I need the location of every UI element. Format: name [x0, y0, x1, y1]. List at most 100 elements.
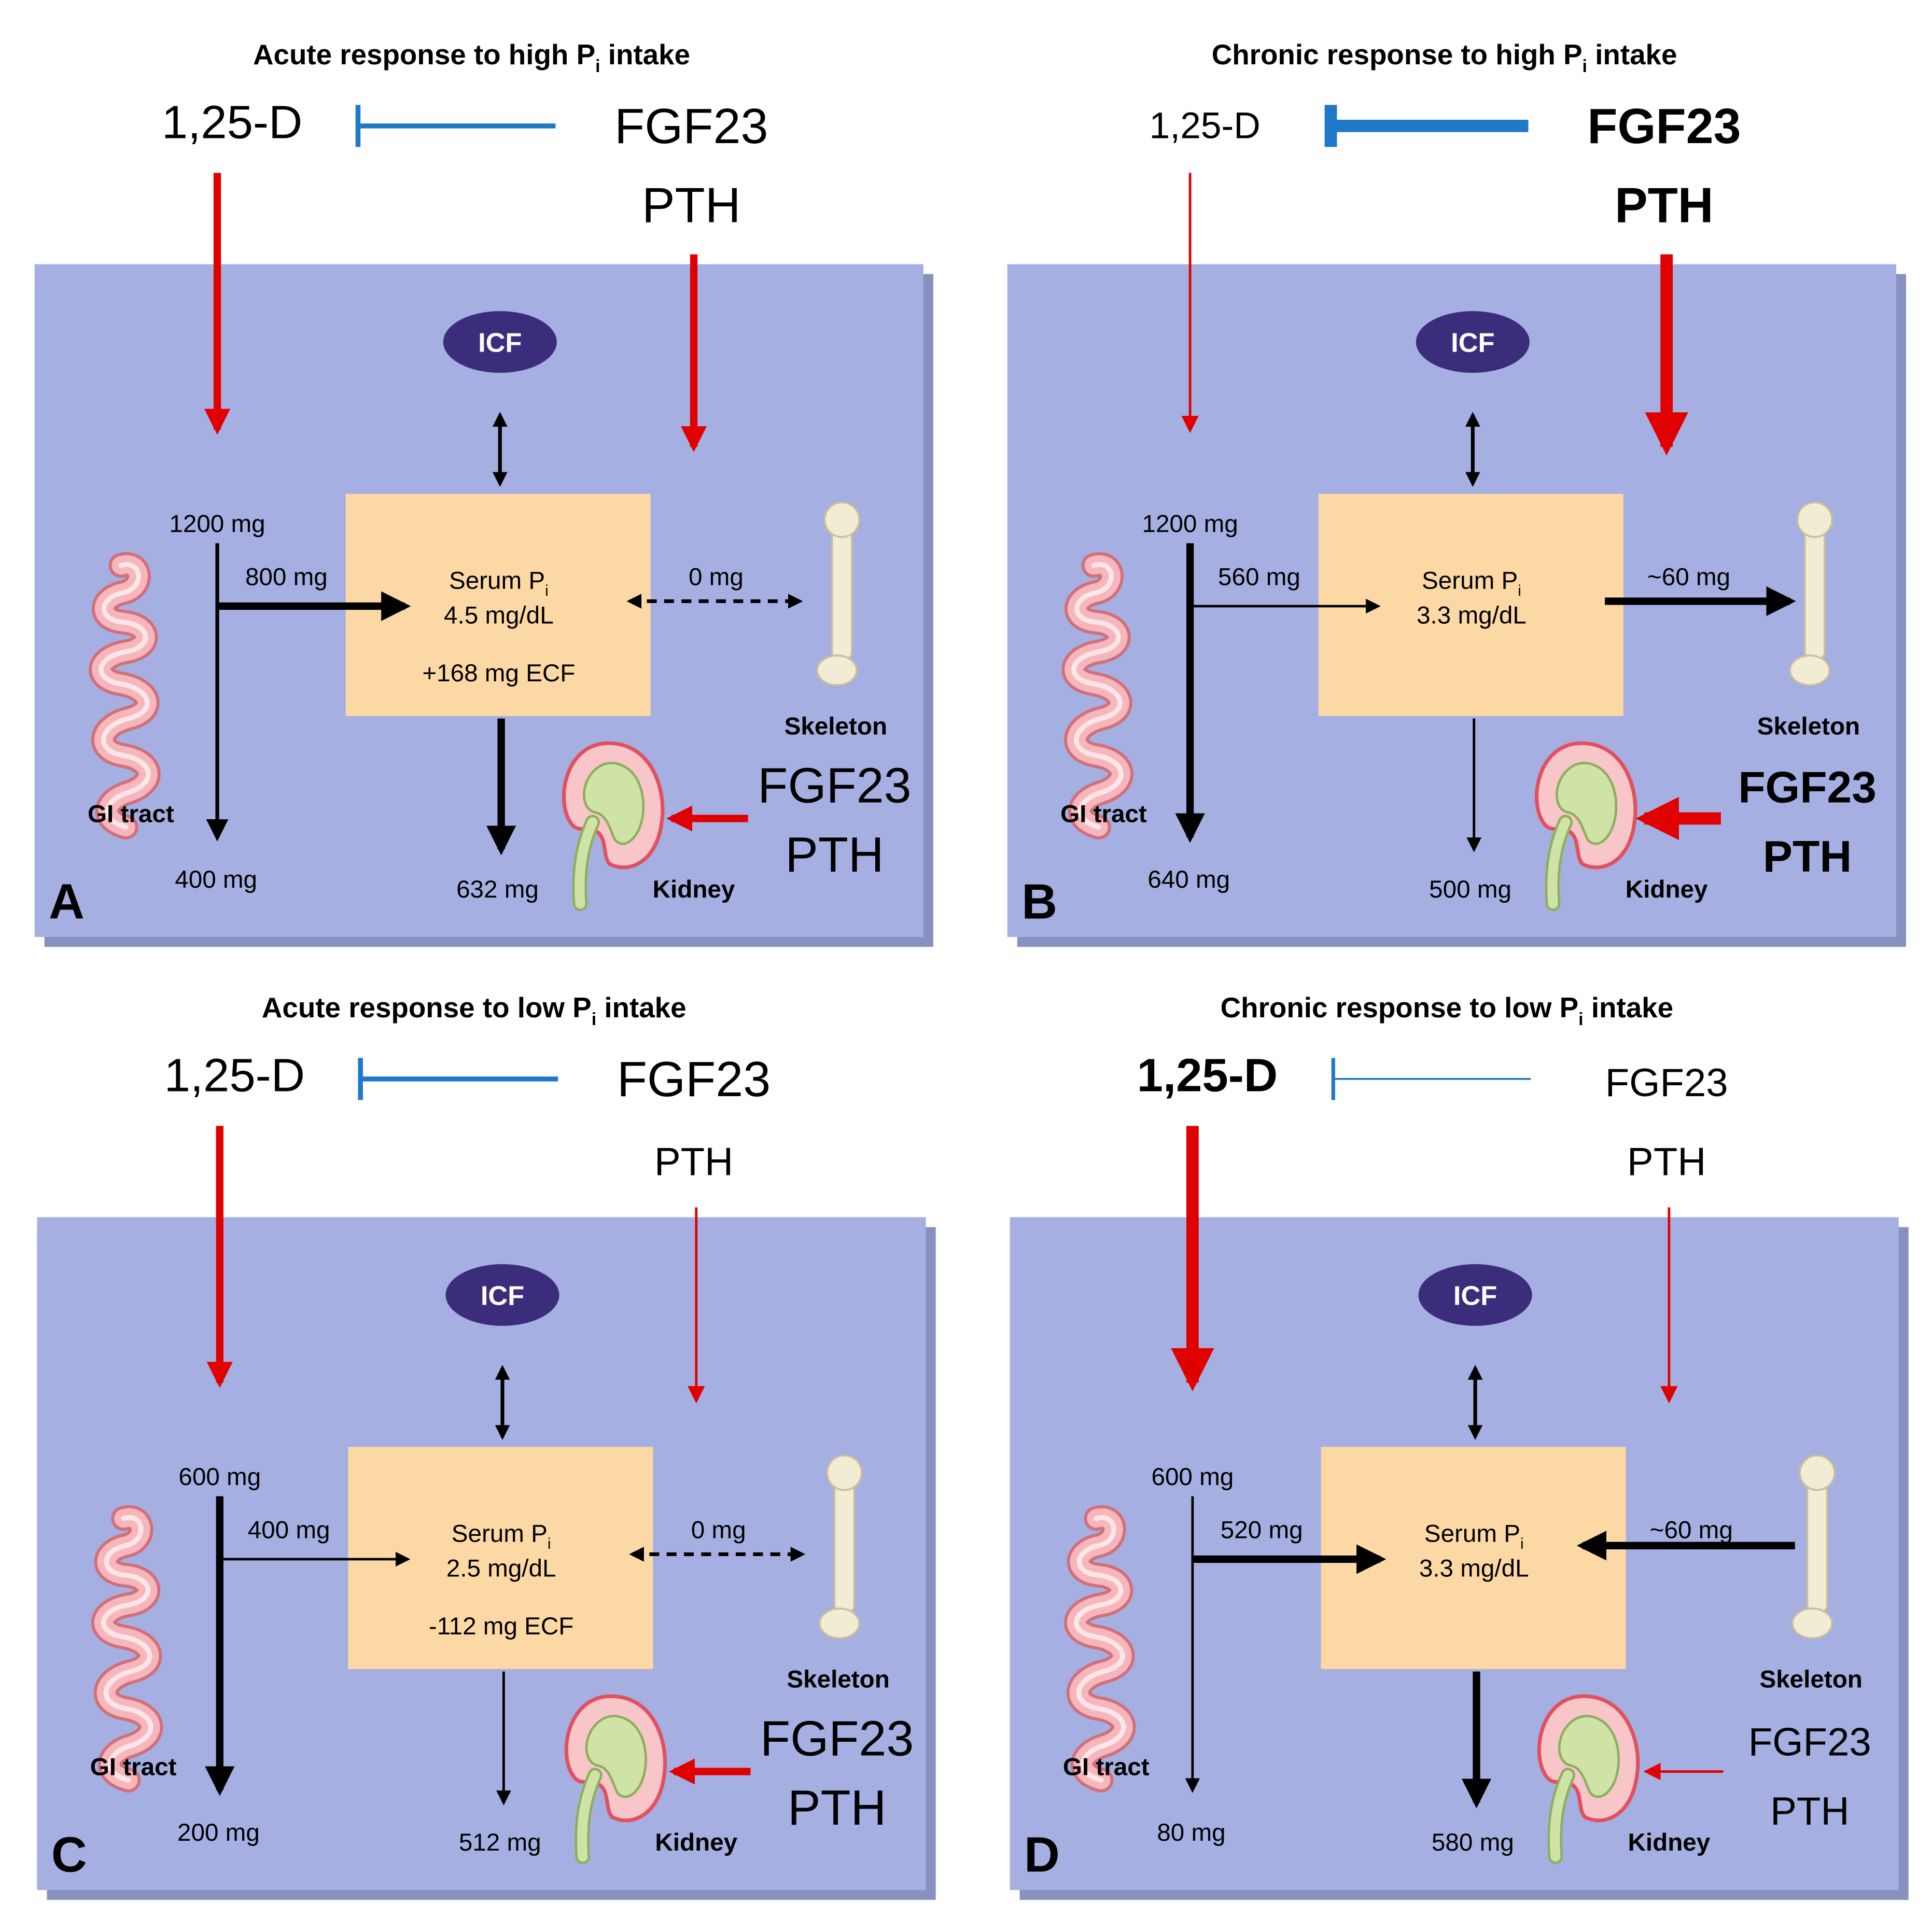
absorbed-amount: 400 mg	[248, 1517, 330, 1544]
bone-head-top	[1796, 501, 1833, 538]
intestine-highlight	[101, 1515, 153, 1783]
gi-tract-label: GI tract	[1060, 801, 1147, 828]
kidney-label: Kidney	[653, 876, 735, 903]
ureter	[1547, 817, 1571, 909]
ureter	[575, 817, 598, 909]
serum-pi-label: Serum Pi	[1422, 567, 1521, 599]
serum-pi-label: Serum Pi	[1424, 1520, 1524, 1552]
intestine-highlight	[1071, 562, 1124, 830]
fgf23-inhibits-vitamin-d	[355, 105, 556, 147]
fecal-excretion: 200 mg	[177, 1819, 260, 1846]
intestine-highlight	[1074, 1515, 1126, 1783]
dietary-intake: 600 mg	[1151, 1463, 1234, 1491]
pth-side-label: PTH	[788, 1781, 886, 1836]
panel-c: Acute response to low Pi intake 1,25-D FGF…	[37, 991, 936, 1900]
serum-pi-label: Serum Pi	[452, 1520, 551, 1552]
panel-title-main: Acute response to high P	[253, 38, 595, 71]
skeleton-label: Skeleton	[785, 713, 887, 740]
gi-tract-label: GI tract	[1063, 1754, 1150, 1781]
fgf23-top-label: FGF23	[1605, 1061, 1728, 1105]
kidney-icon	[564, 1694, 667, 1865]
skeleton-label: Skeleton	[1757, 713, 1860, 740]
bone-icon	[819, 1454, 863, 1640]
fgf23-side-label: FGF23	[758, 759, 911, 814]
absorbed-amount: 520 mg	[1221, 1517, 1303, 1544]
bone-shaft	[1803, 524, 1826, 662]
icf-label: ICF	[478, 328, 522, 358]
panel-letter: A	[49, 874, 85, 929]
bone-shaft	[1806, 1477, 1828, 1615]
icf-compartment	[1416, 311, 1530, 373]
panel-title: Acute response to high Pi intake	[253, 38, 690, 76]
kidney-icon	[1535, 741, 1637, 912]
kidney-pelvis	[1556, 761, 1618, 845]
pth-side-label: PTH	[785, 828, 884, 883]
vitamin-d-label: 1,25-D	[164, 1049, 305, 1102]
urinary-excretion: 500 mg	[1429, 876, 1511, 903]
bone-shaft	[833, 1477, 856, 1615]
ecf-change: +168 mg ECF	[422, 660, 575, 687]
intestine-highlight	[99, 562, 151, 830]
pth-side-label: PTH	[1770, 1789, 1849, 1833]
panel-title-subscript: i	[592, 1010, 596, 1029]
fecal-excretion: 400 mg	[175, 866, 257, 893]
fgf23-side-label: FGF23	[1738, 763, 1877, 813]
panel-title-main: Chronic response to low P	[1221, 991, 1579, 1024]
fgf23-side-label: FGF23	[1748, 1720, 1871, 1765]
panel-title-subscript: i	[595, 57, 600, 76]
skeleton-label: Skeleton	[1759, 1666, 1862, 1693]
serum-pi-label-subscript: i	[545, 582, 549, 599]
fgf23-inhibits-vitamin-d	[358, 1058, 558, 1100]
kidney-icon	[562, 741, 665, 912]
icf-label: ICF	[1453, 1281, 1497, 1311]
intestine-icon	[91, 1505, 163, 1793]
kidney-pelvis	[582, 761, 645, 845]
panel-title: Acute response to low Pi intake	[262, 991, 687, 1029]
icf-compartment	[445, 1264, 559, 1326]
dietary-intake: 1200 mg	[1142, 510, 1238, 538]
panel-letter: C	[51, 1827, 87, 1882]
vitamin-d-label: 1,25-D	[1150, 105, 1261, 147]
kidney-icon	[1537, 1694, 1640, 1865]
bone-flow-amount: 0 mg	[691, 1517, 746, 1544]
panel-title: Chronic response to high Pi intake	[1212, 38, 1677, 76]
bone-head-bottom	[819, 1607, 860, 1640]
bone-head-bottom	[816, 654, 858, 687]
panel-title-suffix: intake	[1587, 38, 1677, 71]
skeleton-label: Skeleton	[787, 1666, 889, 1693]
pth-side-label: PTH	[1763, 832, 1852, 881]
serum-pi-label-main: Serum P	[452, 1520, 548, 1548]
ureter	[577, 1770, 600, 1862]
serum-pi-label-main: Serum P	[1422, 567, 1518, 595]
gi-tract-label: GI tract	[88, 801, 174, 828]
pth-top-label: PTH	[654, 1140, 733, 1184]
serum-pi-value: 3.3 mg/dL	[1419, 1555, 1529, 1582]
serum-pi-value: 2.5 mg/dL	[446, 1555, 556, 1582]
icf-compartment	[443, 311, 557, 373]
panel-title-main: Acute response to low P	[262, 991, 592, 1024]
fgf23-top-label: FGF23	[617, 1052, 771, 1107]
bone-shaft	[831, 524, 853, 662]
bone-head-bottom	[1789, 654, 1831, 687]
intestine-icon	[89, 552, 161, 839]
panel-title-suffix: intake	[596, 991, 686, 1024]
fgf23-top-label: FGF23	[1587, 99, 1741, 154]
gi-tract-label: GI tract	[90, 1754, 177, 1781]
intestine-icon	[1064, 1505, 1136, 1793]
absorbed-amount: 800 mg	[245, 564, 328, 591]
serum-pi-label-main: Serum P	[449, 567, 545, 595]
panel-title: Chronic response to low Pi intake	[1221, 991, 1673, 1029]
serum-pi-label-subscript: i	[1520, 1535, 1524, 1552]
fgf23-top-label: FGF23	[614, 99, 768, 154]
serum-pi-label-main: Serum P	[1424, 1520, 1520, 1548]
serum-pi-label-subscript: i	[1518, 582, 1521, 599]
dietary-intake: 1200 mg	[169, 510, 265, 538]
bone-head-bottom	[1791, 1607, 1833, 1640]
pth-top-label: PTH	[1627, 1140, 1706, 1184]
urinary-excretion: 512 mg	[459, 1829, 541, 1856]
kidney-label: Kidney	[1626, 876, 1708, 903]
fgf23-inhibits-vitamin-d	[1331, 1058, 1531, 1100]
panel-b: Chronic response to high Pi intake 1,25-D…	[1007, 38, 1907, 947]
panel-title-suffix: intake	[1584, 991, 1673, 1024]
